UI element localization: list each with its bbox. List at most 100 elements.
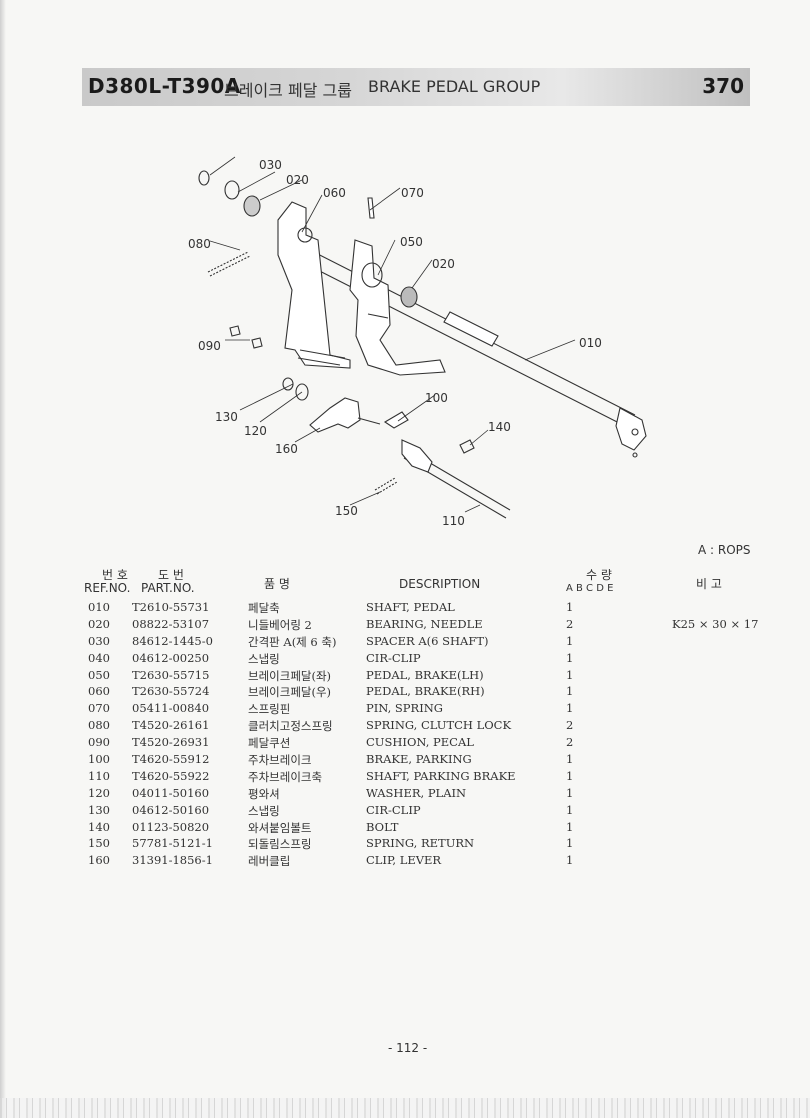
- header-name-korean: 품 명: [264, 577, 290, 591]
- cell-part-name-korean: 와셔붙임볼트: [248, 820, 312, 835]
- cell-part-name-korean: 스냅링: [248, 803, 280, 818]
- page-edge-shadow: [0, 0, 6, 1118]
- cell-ref-no: 020: [88, 616, 110, 631]
- brake-pedal-rh-drawing: [277, 201, 351, 369]
- callout-160: 160: [275, 442, 298, 456]
- cell-part-name-korean: 스프링핀: [248, 702, 291, 717]
- cell-ref-no: 060: [88, 684, 110, 699]
- cell-description: BRAKE, PARKING: [366, 752, 472, 767]
- cell-part-no: 04612-00250: [132, 650, 210, 665]
- callout-090: 090: [198, 339, 221, 353]
- callout-150: 150: [335, 504, 358, 518]
- needle-bearing-drawing: [243, 195, 261, 217]
- cell-description: PEDAL, BRAKE(LH): [366, 667, 484, 682]
- cell-quantity: 1: [566, 684, 574, 699]
- brake-pedal-lh-drawing: [349, 239, 446, 376]
- cell-description: SHAFT, PEDAL: [366, 600, 455, 614]
- cell-part-no: 04011-50160: [132, 785, 210, 800]
- cell-ref-no: 070: [88, 701, 110, 716]
- cell-part-name-korean: 브레이크페달(좌): [248, 668, 332, 683]
- callout-080: 080: [188, 237, 211, 251]
- cell-ref-no: 120: [88, 785, 110, 800]
- cell-part-name-korean: 클러치고정스프링: [248, 719, 333, 734]
- section-title-english: BRAKE PEDAL GROUP: [368, 77, 541, 96]
- model-number: D380L-T390A: [88, 74, 241, 98]
- cell-part-no: 84612-1445-0: [132, 633, 213, 648]
- cell-part-no: 08822-53107: [132, 616, 210, 631]
- cell-part-name-korean: 니들베어링 2: [248, 617, 312, 632]
- cell-ref-no: 130: [88, 802, 110, 817]
- cell-ref-no: 160: [88, 853, 110, 868]
- cell-description: CIR-CLIP: [366, 802, 421, 817]
- cell-description: CUSHION, PECAL: [366, 735, 474, 750]
- cell-part-name-korean: 평와셔: [248, 786, 280, 801]
- cell-quantity: 1: [566, 819, 574, 834]
- callout-060: 060: [323, 186, 346, 200]
- cell-description: PIN, SPRING: [366, 701, 443, 716]
- page-scan-edge: [0, 1098, 810, 1118]
- table-row: 040 04612-00250 스냅링 CIR-CLIP 1: [86, 651, 766, 668]
- cell-part-name-korean: 주차브레이크축: [248, 769, 323, 784]
- cell-quantity: 1: [566, 600, 574, 614]
- cell-ref-no: 030: [88, 633, 110, 648]
- cell-quantity: 1: [566, 853, 574, 868]
- callout-110: 110: [442, 514, 465, 528]
- cell-ref-no: 040: [88, 650, 110, 665]
- callout-120: 120: [244, 424, 267, 438]
- callout-020-upper: 020: [286, 173, 309, 187]
- cell-ref-no: 010: [88, 600, 110, 614]
- cell-quantity: 1: [566, 836, 574, 851]
- cell-quantity: 1: [566, 752, 574, 767]
- cell-part-no: 57781-5121-1: [132, 836, 213, 851]
- callout-100: 100: [425, 391, 448, 405]
- cell-description: CIR-CLIP: [366, 650, 421, 665]
- cell-description: BEARING, NEEDLE: [366, 616, 483, 631]
- cell-quantity: 1: [566, 650, 574, 665]
- header-ref-korean: 번 호: [102, 568, 128, 582]
- cell-quantity: 2: [566, 735, 574, 750]
- cell-description: BOLT: [366, 819, 399, 834]
- cell-part-name-korean: 스냅링: [248, 651, 280, 666]
- section-header: D380L-T390A 브레이크 페달 그룹 BRAKE PEDAL GROUP…: [82, 68, 750, 106]
- cell-part-name-korean: 간격판 A(제 6 축): [248, 634, 337, 649]
- cell-description: CLIP, LEVER: [366, 853, 442, 868]
- cell-part-no: 01123-50820: [132, 819, 210, 834]
- cell-part-no: 31391-1856-1: [132, 853, 213, 868]
- cell-part-no: 05411-00840: [132, 701, 210, 716]
- cell-part-name-korean: 주차브레이크: [248, 753, 312, 768]
- parking-brake-drawing: [309, 397, 361, 433]
- header-part-english: PART.NO.: [141, 581, 195, 595]
- cell-quantity: 2: [566, 616, 574, 631]
- cell-ref-no: 150: [88, 836, 110, 851]
- section-title-korean: 브레이크 페달 그룹: [224, 81, 352, 100]
- callout-140: 140: [488, 420, 511, 434]
- cell-description: SPRING, RETURN: [366, 836, 475, 851]
- cell-part-name-korean: 브레이크페달(우): [248, 685, 332, 700]
- cell-remark: K25 × 30 × 17: [672, 616, 759, 631]
- header-description: DESCRIPTION: [399, 577, 481, 591]
- cell-description: SHAFT, PARKING BRAKE: [366, 768, 516, 783]
- clutch-lock-spring-drawing: [207, 251, 251, 277]
- cell-description: WASHER, PLAIN: [366, 785, 467, 800]
- cell-ref-no: 090: [88, 735, 110, 750]
- cell-part-no: T4520-26931: [132, 735, 210, 750]
- header-remark-korean: 비 고: [696, 577, 722, 591]
- cell-quantity: 1: [566, 802, 574, 817]
- cell-part-no: T2610-55731: [132, 600, 210, 614]
- callout-010: 010: [579, 336, 602, 350]
- callout-070: 070: [401, 186, 424, 200]
- cell-quantity: 1: [566, 785, 574, 800]
- cell-quantity: 1: [566, 701, 574, 716]
- cell-ref-no: 050: [88, 667, 110, 682]
- cell-quantity: 1: [566, 667, 574, 682]
